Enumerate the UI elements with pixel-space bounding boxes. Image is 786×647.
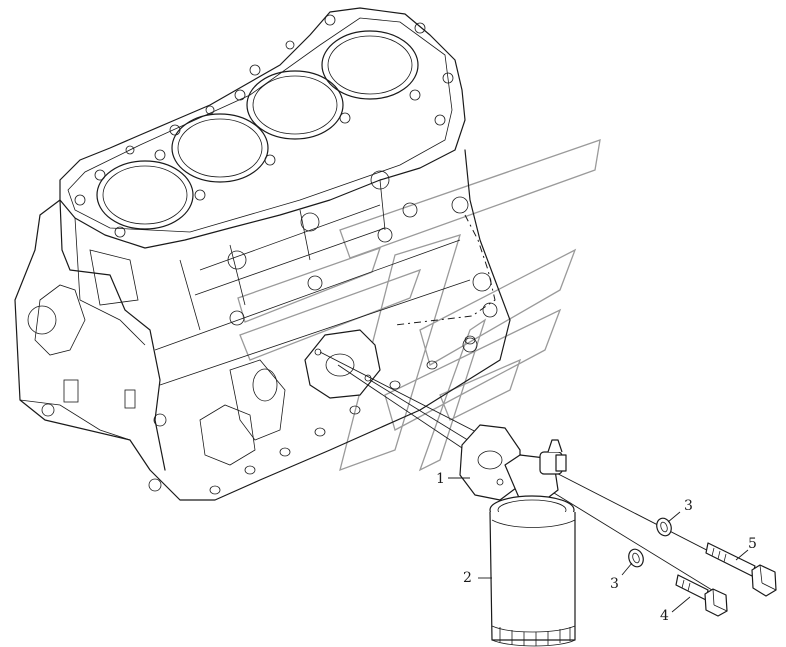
filter-head bbox=[459, 424, 567, 501]
washer-lower bbox=[628, 548, 644, 568]
center-line bbox=[394, 214, 496, 326]
cylinder-bore-1 bbox=[96, 160, 194, 230]
cylinder-bore-4 bbox=[321, 30, 419, 100]
callout-4: 4 bbox=[660, 608, 669, 624]
bolt-long bbox=[705, 542, 777, 597]
callout-3-upper: 3 bbox=[684, 498, 693, 514]
watermark-logo bbox=[237, 139, 601, 472]
oil-filter bbox=[489, 495, 576, 647]
cylinder-bore-3 bbox=[246, 70, 344, 140]
engine-block bbox=[14, 7, 511, 501]
bolt-short bbox=[675, 574, 728, 617]
washer-upper bbox=[656, 517, 672, 537]
callout-1: 1 bbox=[436, 471, 445, 487]
callout-leaders bbox=[448, 477, 749, 613]
callout-2: 2 bbox=[463, 570, 472, 586]
callout-5: 5 bbox=[748, 536, 757, 552]
callout-3-lower: 3 bbox=[610, 576, 619, 592]
cylinder-bore-2 bbox=[171, 113, 269, 183]
